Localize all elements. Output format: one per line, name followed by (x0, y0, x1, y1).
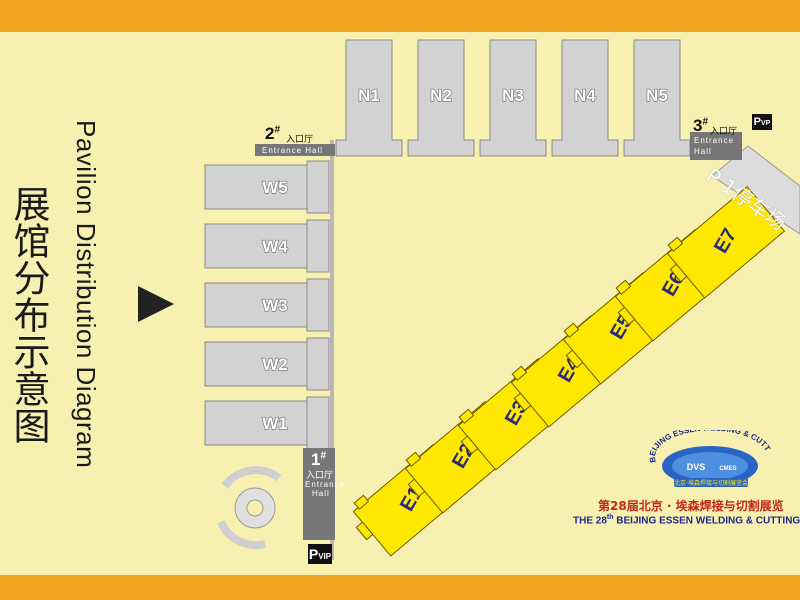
hall-w2[interactable]: W2 (204, 337, 330, 391)
hall-label: W3 (262, 296, 288, 315)
hall-n3[interactable]: N3 (479, 39, 547, 157)
entrance-3-number: 3# (693, 116, 709, 135)
hall-label: W2 (262, 355, 288, 374)
entrance-1-label-1: Entrance (305, 480, 346, 489)
hall-n1[interactable]: N1 (335, 39, 403, 157)
title-english: Pavilion Distribution Diagram (71, 120, 101, 469)
hall-label: N4 (574, 86, 596, 105)
hall-w5[interactable]: W5 (204, 160, 330, 214)
bottom-band (0, 575, 800, 600)
roundabout-icon (217, 466, 282, 550)
hall-n5[interactable]: N5 (623, 39, 691, 157)
hall-w1[interactable]: W1 (204, 396, 330, 450)
hall-w4[interactable]: W4 (204, 219, 330, 273)
title-chinese: 展馆分布示意图 (7, 185, 50, 444)
logo-cmes: CMES (719, 466, 736, 472)
entrance-2-label: Entrance Hall (262, 146, 324, 155)
west-corridor (330, 140, 334, 560)
essen-logo: BEIJING ESSEN WELDING & CUTTING DVS CMES… (644, 430, 772, 487)
entrance-3-label-2: Hall (694, 147, 712, 156)
hall-n2[interactable]: N2 (407, 39, 475, 157)
arrow-right-icon (138, 286, 174, 322)
hall-label: N5 (646, 86, 668, 105)
hall-label: W4 (262, 237, 288, 256)
hall-e7[interactable]: E7 (657, 182, 786, 303)
hall-label: N2 (430, 86, 452, 105)
hall-label: N3 (502, 86, 524, 105)
hall-n4[interactable]: N4 (551, 39, 619, 157)
parking-vp-sign[interactable]: PVP (752, 114, 772, 130)
parking-vip-sign[interactable]: PVIP (308, 544, 332, 564)
entrance-3-box[interactable] (690, 132, 742, 160)
entrance-3-label-1: Entrance (694, 136, 735, 145)
exhibition-title-en: THE 28th BEIJING ESSEN WELDING & CUTTING (573, 514, 800, 527)
entrance-1-zh: 入口厅 (306, 471, 334, 481)
entrance-1-box[interactable] (303, 448, 335, 540)
entrance-2-number: 2# (265, 124, 281, 143)
hall-w3[interactable]: W3 (204, 278, 330, 332)
entrance-1-label-2: Hall (312, 489, 330, 498)
entrance-1-number: 1# (311, 450, 327, 469)
entrance-2-zh: 入口厅 (286, 135, 314, 145)
entrance-2-box[interactable] (255, 144, 335, 156)
logo-ribbon: 北京·埃森焊接与切割展览会 (674, 479, 748, 487)
hall-label: N1 (358, 86, 380, 105)
logo-dvs: DVS (687, 462, 706, 472)
entrance-3-zh: 入口厅 (710, 127, 738, 137)
hall-label: W1 (262, 414, 288, 433)
hall-label: W5 (262, 178, 288, 197)
exhibition-title-zh: 第28届北京 · 埃森焊接与切割展览 (598, 499, 784, 513)
top-band (0, 0, 800, 32)
